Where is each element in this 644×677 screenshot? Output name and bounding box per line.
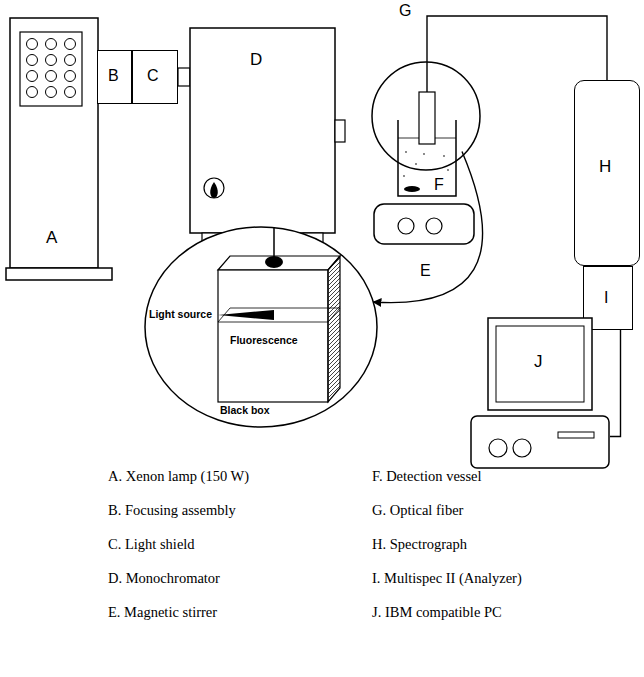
circle-shape — [443, 155, 445, 157]
part-letter: B — [108, 67, 119, 85]
circle-shape — [27, 55, 38, 66]
inset-view: Light sourceFluorescenceBlack box — [144, 226, 378, 428]
rect-shape — [419, 92, 435, 144]
part-letter: C — [147, 67, 159, 85]
polygon-shape — [218, 256, 340, 270]
key-entry: B. Focusing assembly — [108, 502, 236, 519]
key-entry: F. Detection vessel — [372, 468, 482, 485]
circle-shape — [403, 175, 405, 177]
part-letter: Fluorescence — [230, 334, 298, 346]
circle-shape — [447, 169, 449, 171]
part-letter: Light source — [149, 308, 212, 320]
rect-shape — [488, 318, 592, 410]
polygon-shape — [328, 256, 340, 402]
circle-shape — [489, 439, 507, 457]
edge-label: G — [397, 2, 413, 20]
magnifier-circle — [372, 62, 480, 170]
circle-shape — [46, 39, 57, 50]
detection-vessel: F — [392, 92, 462, 200]
key-entry: G. Optical fiber — [372, 502, 463, 519]
spectrograph: H — [574, 80, 640, 266]
rect-shape — [190, 28, 335, 233]
part-letter: Black box — [220, 404, 270, 416]
line-shape — [273, 227, 275, 258]
circle-shape — [65, 55, 76, 66]
polygon-shape — [218, 308, 340, 322]
part-letter: J — [534, 352, 543, 372]
rect-shape — [335, 120, 345, 142]
circle-shape — [27, 87, 38, 98]
path-shape — [210, 182, 218, 198]
circle-shape — [46, 87, 57, 98]
light-shield: C — [132, 50, 178, 104]
detection-vessel-shape — [392, 92, 462, 200]
part-letter: E — [420, 262, 431, 280]
magnetic-stirrer: E — [372, 200, 478, 286]
circle-shape — [426, 218, 442, 234]
connector-line — [373, 151, 482, 302]
line-shape — [435, 138, 456, 139]
rect-shape — [20, 32, 82, 106]
part-letter: D — [250, 50, 262, 70]
computer-shape — [470, 318, 610, 470]
coupling — [178, 68, 190, 86]
circle-shape — [27, 71, 38, 82]
part-letter: F — [434, 176, 444, 194]
circle-shape — [65, 87, 76, 98]
circle-shape — [46, 55, 57, 66]
key-entry: J. IBM compatible PC — [372, 604, 502, 621]
rect-shape — [471, 416, 609, 468]
connector-line — [610, 330, 621, 437]
circle-shape — [423, 153, 425, 155]
circle-shape — [27, 39, 38, 50]
rect-shape — [218, 270, 328, 402]
monochromator-shape — [190, 28, 348, 250]
part-letter: I — [604, 289, 608, 307]
path-shape — [398, 120, 456, 196]
key-entry: C. Light shield — [108, 536, 195, 553]
rect-shape — [6, 268, 112, 280]
circle-shape — [65, 71, 76, 82]
key-entry: E. Magnetic stirrer — [108, 604, 217, 621]
ellipse-shape — [404, 186, 420, 192]
key-entry: H. Spectrograph — [372, 536, 467, 553]
rect-shape — [10, 18, 98, 268]
computer: J — [470, 318, 610, 470]
circle-shape — [405, 151, 407, 153]
part-letter: H — [599, 157, 611, 177]
monochromator: D — [190, 28, 348, 250]
rect-shape — [374, 204, 474, 244]
line-shape — [398, 138, 419, 139]
rect-shape — [558, 432, 594, 438]
circle-shape — [415, 163, 417, 165]
ellipse-shape — [265, 256, 283, 268]
key-entry: D. Monochromator — [108, 570, 220, 587]
circle-shape — [46, 71, 57, 82]
part-letter: A — [46, 228, 57, 248]
key-entry: I. Multispec II (Analyzer) — [372, 570, 522, 587]
circle-shape — [513, 439, 531, 457]
ellipse-shape — [145, 227, 377, 427]
inset-view-shape — [144, 226, 378, 428]
focusing-assembly: B — [97, 50, 132, 104]
circle-shape — [398, 218, 414, 234]
circle-shape — [204, 178, 224, 198]
polygon-shape — [218, 310, 274, 320]
key-entry: A. Xenon lamp (150 W) — [108, 468, 249, 485]
rect-shape — [496, 326, 584, 402]
circle-shape — [65, 39, 76, 50]
